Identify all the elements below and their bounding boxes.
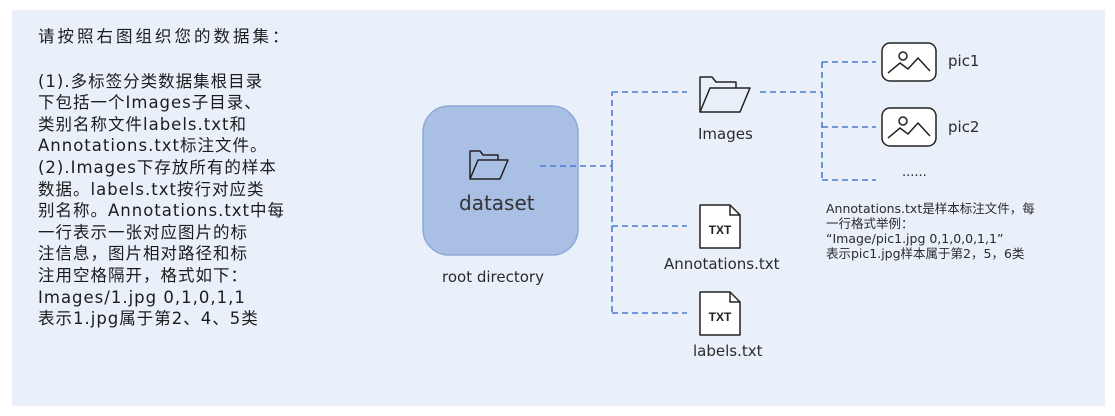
annotation-format-note: Annotations.txt是样本标注文件，每 一行格式举例： “Image/…: [826, 201, 1115, 261]
images-folder-label: Images: [698, 125, 753, 143]
instructions-text: 请按照右图组织您的数据集： (1).多标签分类数据集根目录 下包括一个Image…: [38, 26, 338, 330]
instruction-line: 类别名称文件labels.txt和: [38, 114, 247, 134]
root-folder-label: dataset: [459, 191, 535, 215]
txt-badge-labels: TXT: [709, 310, 732, 324]
instruction-line: 一行表示一张对应图片的标: [38, 222, 248, 242]
note-line: Annotations.txt是样本标注文件，每: [826, 201, 1035, 216]
folder-icon: [699, 76, 751, 113]
root-directory-box: [422, 105, 579, 256]
pic1-label: pic1: [948, 52, 980, 70]
txt-file-icon: TXT: [699, 204, 741, 249]
annotations-file-label: Annotations.txt: [664, 255, 780, 273]
instruction-line: 下包括一个Images子目录、: [38, 93, 262, 113]
image-icon: [881, 42, 937, 82]
txt-file-icon: TXT: [699, 291, 741, 336]
more-images-ellipsis: ......: [902, 165, 927, 180]
instruction-line: (1).多标签分类数据集根目录: [38, 71, 264, 91]
image-icon: [881, 107, 937, 147]
note-line: 表示pic1.jpg样本属于第2，5，6类: [826, 246, 1025, 261]
instruction-line: 注信息，图片相对路径和标: [38, 244, 248, 264]
instructions-title: 请按照右图组织您的数据集：: [38, 27, 292, 46]
connector-lines: [540, 61, 876, 314]
instruction-line: Images/1.jpg 0,1,0,1,1: [38, 287, 246, 307]
root-directory-caption: root directory: [442, 268, 544, 286]
labels-file-label: labels.txt: [693, 342, 763, 360]
instruction-line: Annotations.txt标注文件。: [38, 136, 268, 156]
instruction-line: 注用空格隔开，格式如下：: [38, 265, 248, 285]
folder-icon: [469, 150, 509, 180]
pic2-label: pic2: [948, 118, 980, 136]
note-line: 一行格式举例：: [826, 216, 914, 231]
instruction-line: 别名称。Annotations.txt中每: [38, 201, 286, 221]
instruction-line: (2).Images下存放所有的样本: [38, 157, 277, 177]
note-line: “Image/pic1.jpg 0,1,0,0,1,1”: [826, 231, 1004, 246]
txt-badge-annotations: TXT: [709, 223, 732, 237]
instruction-line: 表示1.jpg属于第2、4、5类: [38, 309, 259, 329]
instruction-line: 数据。labels.txt按行对应类: [38, 179, 265, 199]
